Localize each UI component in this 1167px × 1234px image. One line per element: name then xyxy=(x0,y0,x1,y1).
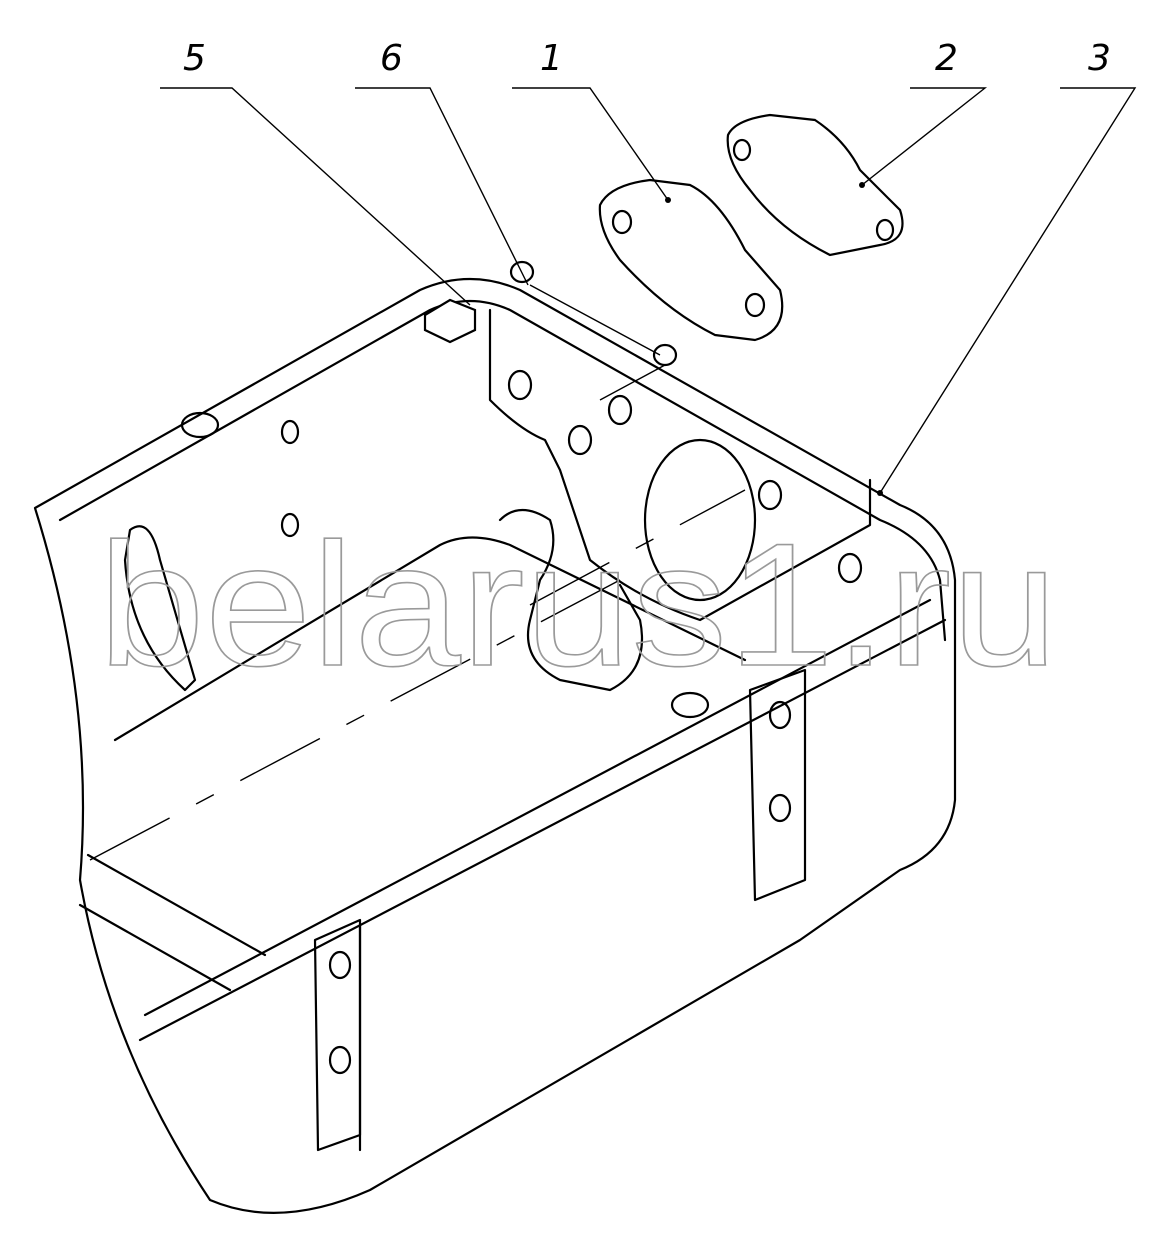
frame-outline xyxy=(33,277,957,1214)
hole xyxy=(768,700,792,730)
washer-part-6 xyxy=(652,343,678,367)
frame-inner-floor xyxy=(113,536,747,742)
leader-dot xyxy=(665,197,671,203)
bolt-part-5 xyxy=(423,298,477,344)
leader-dot xyxy=(859,182,865,188)
boss xyxy=(180,411,220,439)
bracket xyxy=(498,508,644,692)
side-strap-left xyxy=(313,918,362,1152)
assembly-axis xyxy=(529,284,666,401)
callout-5: 5 xyxy=(183,38,206,79)
hole xyxy=(732,138,752,162)
callout-leaders xyxy=(160,87,1137,496)
hole xyxy=(744,292,766,318)
frame-side-wall xyxy=(138,598,947,1042)
callout-1: 1 xyxy=(540,38,563,79)
side-strap-right xyxy=(748,668,807,902)
hole xyxy=(328,1045,352,1075)
hole xyxy=(837,552,863,584)
hole xyxy=(567,424,593,456)
hole xyxy=(607,394,633,426)
hole xyxy=(507,369,533,401)
hole xyxy=(280,512,300,538)
hole xyxy=(757,479,783,511)
boss xyxy=(670,691,710,719)
callout-3: 3 xyxy=(1088,38,1111,79)
center-line xyxy=(89,489,746,861)
cover-plate-part-1 xyxy=(598,178,784,342)
rear-plate-large-hole xyxy=(643,438,757,602)
rear-plate xyxy=(488,308,872,622)
callout-6: 6 xyxy=(380,38,403,79)
hole xyxy=(328,950,352,980)
watermark: belarus1.ru xyxy=(98,508,1058,703)
hole xyxy=(611,209,633,235)
gasket-part-2 xyxy=(726,113,904,257)
left-fin xyxy=(123,525,197,692)
hole xyxy=(280,419,300,445)
callout-2: 2 xyxy=(935,38,958,79)
hole xyxy=(875,218,895,242)
leader-dot xyxy=(877,490,883,496)
hole xyxy=(768,793,792,823)
